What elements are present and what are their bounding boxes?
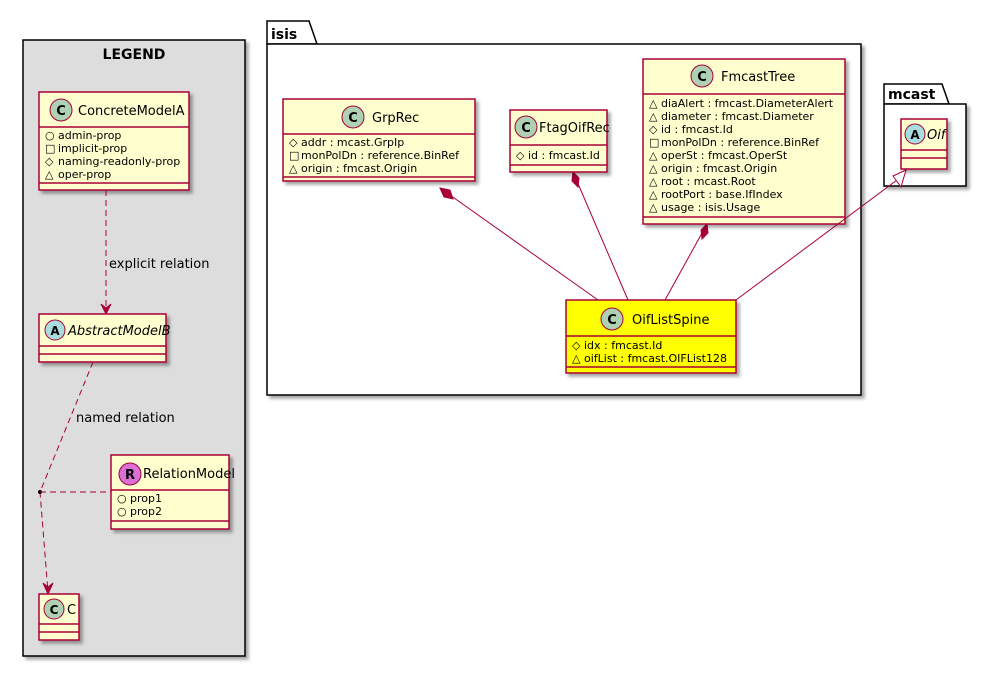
class-name: C: [67, 603, 76, 618]
class-relation-model[interactable]: R RelationModel ○ prop1 ○ prop2: [110, 454, 235, 530]
class-ftagoifrec[interactable]: C FtagOifRec ◇ id : fmcast.Id: [509, 109, 610, 173]
class-attr: id : fmcast.Id: [528, 149, 600, 162]
class-attr: implicit-prop: [58, 142, 127, 155]
class-stereotype-icon: [690, 64, 714, 88]
package-private-icon: △: [649, 149, 658, 162]
class-attr: usage : isis.Usage: [661, 201, 760, 214]
stereotype-letter: C: [50, 603, 59, 617]
stereotype-letter: A: [50, 324, 60, 338]
public-icon: ○: [117, 492, 127, 505]
class-attr: root : mcast.Root: [661, 175, 756, 188]
protected-icon: ◇: [289, 136, 298, 149]
composition-edges: [439, 170, 709, 301]
stereotype-letter: R: [125, 468, 135, 483]
stereotype-letter: C: [607, 313, 617, 328]
class-c[interactable]: C C: [38, 593, 80, 641]
protected-icon: ◇: [649, 123, 658, 136]
protected-icon: ◇: [516, 149, 525, 162]
class-attr: monPolDn : reference.BinRef: [301, 149, 460, 162]
stereotype-letter: C: [56, 104, 66, 119]
class-attr: monPolDn : reference.BinRef: [661, 136, 820, 149]
abstract-stereotype-icon: [904, 123, 926, 145]
class-attr: prop1: [130, 492, 162, 505]
relation-stereotype-icon: [118, 462, 142, 486]
protected-icon: ◇: [45, 155, 54, 168]
stereotype-letter: C: [521, 121, 531, 136]
class-attr: naming-readonly-prop: [58, 155, 180, 168]
class-stereotype-icon: [600, 307, 624, 331]
public-icon: ○: [117, 505, 127, 518]
class-grprec[interactable]: C GrpRec ◇ addr : mcast.GrpIp □ monPolDn…: [282, 98, 476, 182]
legend-title: LEGEND: [103, 47, 166, 63]
class-attr: operSt : fmcast.OperSt: [661, 149, 788, 162]
class-name: RelationModel: [143, 467, 235, 482]
package-private-icon: △: [649, 110, 658, 123]
class-oif[interactable]: A Oif: [900, 118, 948, 170]
class-attr: diameter : fmcast.Diameter: [661, 110, 814, 123]
class-name: Oif: [927, 128, 948, 143]
class-name: ConcreteModelA: [78, 104, 185, 119]
class-name: AbstractModelB: [67, 324, 171, 339]
package-private-icon: △: [289, 162, 298, 175]
package-private-icon: △: [649, 188, 658, 201]
stereotype-letter: C: [697, 70, 707, 85]
class-concrete-model-a[interactable]: C ConcreteModelA ○ admin-prop □ implicit…: [38, 91, 190, 191]
package-private-icon: △: [649, 97, 658, 110]
edge-label: named relation: [76, 411, 175, 426]
protected-icon: ◇: [572, 339, 581, 352]
public-icon: ○: [45, 129, 55, 142]
class-attr: diaAlert : fmcast.DiameterAlert: [661, 97, 834, 110]
stereotype-letter: A: [910, 128, 920, 142]
private-icon: □: [45, 142, 55, 155]
class-attr: admin-prop: [58, 129, 121, 142]
package-private-icon: △: [649, 175, 658, 188]
class-name: FmcastTree: [721, 70, 795, 85]
package-label: isis: [271, 27, 297, 43]
legend-panel: LEGEND C ConcreteModelA ○ admin-prop □ i…: [22, 39, 246, 657]
class-attr: idx : fmcast.Id: [584, 339, 662, 352]
abstract-stereotype-icon: [44, 319, 66, 341]
edge-named-relation: named relation: [38, 361, 175, 596]
private-icon: □: [649, 136, 659, 149]
private-icon: □: [289, 149, 299, 162]
class-name: FtagOifRec: [539, 121, 610, 136]
class-attr: origin : fmcast.Origin: [661, 162, 777, 175]
class-attr: oper-prop: [58, 168, 111, 181]
package-private-icon: △: [45, 168, 54, 181]
class-attr: origin : fmcast.Origin: [301, 162, 417, 175]
class-attr: prop2: [130, 505, 162, 518]
class-name: OifListSpine: [632, 313, 710, 328]
class-oiflistspine[interactable]: C OifListSpine ◇ idx : fmcast.Id △ oifLi…: [565, 299, 737, 374]
edge-label: explicit relation: [109, 257, 209, 272]
class-attr: addr : mcast.GrpIp: [301, 136, 404, 149]
package-label: mcast: [888, 87, 936, 103]
class-attr: id : fmcast.Id: [661, 123, 733, 136]
class-stereotype-icon: [514, 115, 538, 139]
edge-explicit-relation: explicit relation: [100, 190, 209, 316]
class-attr: rootPort : base.IfIndex: [661, 188, 783, 201]
package-private-icon: △: [572, 352, 581, 365]
class-name: GrpRec: [372, 111, 419, 126]
class-stereotype-icon: [43, 598, 65, 620]
class-fmcasttree[interactable]: C FmcastTree △ diaAlert : fmcast.Diamete…: [642, 58, 846, 225]
package-private-icon: △: [649, 162, 658, 175]
inheritance-edge: [735, 169, 907, 301]
package-private-icon: △: [649, 201, 658, 214]
stereotype-letter: C: [348, 111, 358, 126]
class-stereotype-icon: [49, 98, 73, 122]
class-abstract-model-b[interactable]: A AbstractModelB: [38, 313, 171, 363]
class-attr: oifList : fmcast.OIFList128: [584, 352, 727, 365]
class-stereotype-icon: [341, 105, 365, 129]
